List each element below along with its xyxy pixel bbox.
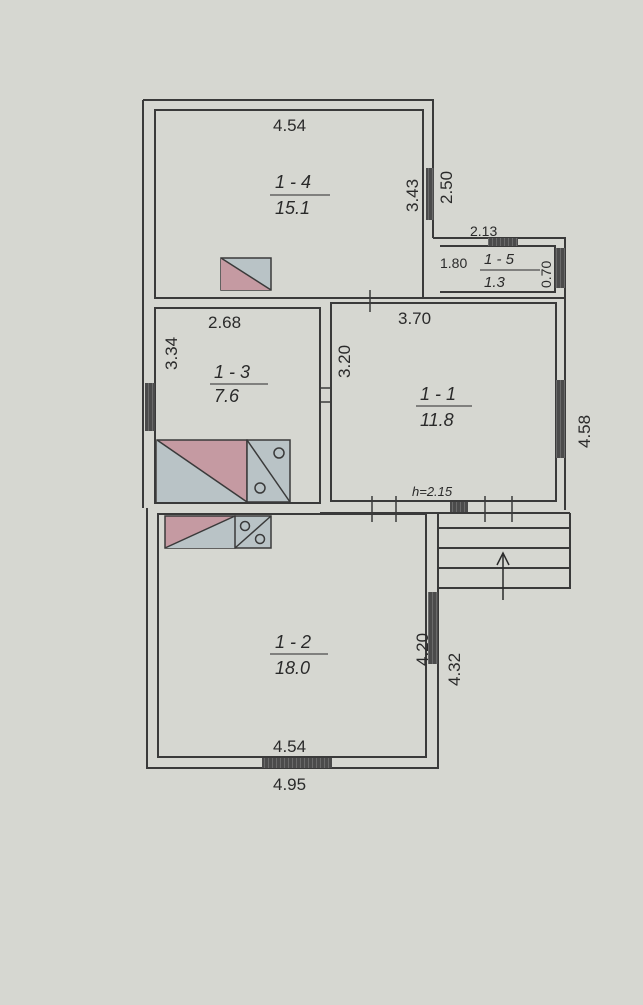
dim-r3-width: 2.68 [208, 313, 241, 332]
window-r5-north [488, 238, 518, 246]
room-area-r5: 1.3 [484, 274, 506, 291]
stove-r4 [220, 257, 272, 291]
dim-r2-height-inner: 4.20 [413, 633, 432, 666]
dim-r2-height-outer: 4.32 [445, 653, 464, 686]
door-marks [320, 290, 513, 522]
window-r4-east [426, 168, 434, 220]
window-r2-south [262, 758, 332, 768]
dim-r2-width-outer: 4.95 [273, 775, 306, 794]
dim-r5-right: 0.70 [538, 261, 554, 288]
windows [145, 168, 565, 768]
dim-r4-height-outer: 2.50 [437, 171, 456, 204]
dim-r4-width: 4.54 [273, 116, 306, 135]
dim-r2-width-inner: 4.54 [273, 737, 306, 756]
room-area-r2: 18.0 [275, 658, 310, 678]
dim-r3-height: 3.34 [162, 337, 181, 370]
door-r1-south [450, 502, 468, 512]
walls [142, 99, 571, 769]
dim-r1-right: 4.58 [575, 415, 594, 448]
room-area-r1: 11.8 [420, 410, 454, 430]
room-label-r5: 1 - 5 [484, 251, 515, 268]
stove-r3 [156, 439, 291, 503]
entrance-arrow-icon [496, 551, 510, 600]
room-area-r3: 7.6 [214, 386, 240, 406]
room-label-r1: 1 - 1 [420, 384, 456, 404]
room-label-r2: 1 - 2 [275, 632, 311, 652]
dim-r1-height: 3.20 [335, 345, 354, 378]
dim-r4-height-inner: 3.43 [403, 179, 422, 212]
window-r2-east [428, 592, 438, 664]
room-area-r4: 15.1 [275, 198, 310, 218]
dim-r5-width: 2.13 [470, 223, 497, 239]
ceiling-height-note: h=2.15 [412, 484, 453, 499]
window-r5-east [555, 248, 565, 288]
stove-r2 [164, 515, 272, 549]
window-r1-east [556, 380, 565, 458]
dim-r1-width: 3.70 [398, 309, 431, 328]
window-r3-west [145, 383, 155, 431]
room-label-r4: 1 - 4 [275, 172, 311, 192]
room-label-r3: 1 - 3 [214, 362, 250, 382]
dim-r5-left: 1.80 [440, 255, 467, 271]
